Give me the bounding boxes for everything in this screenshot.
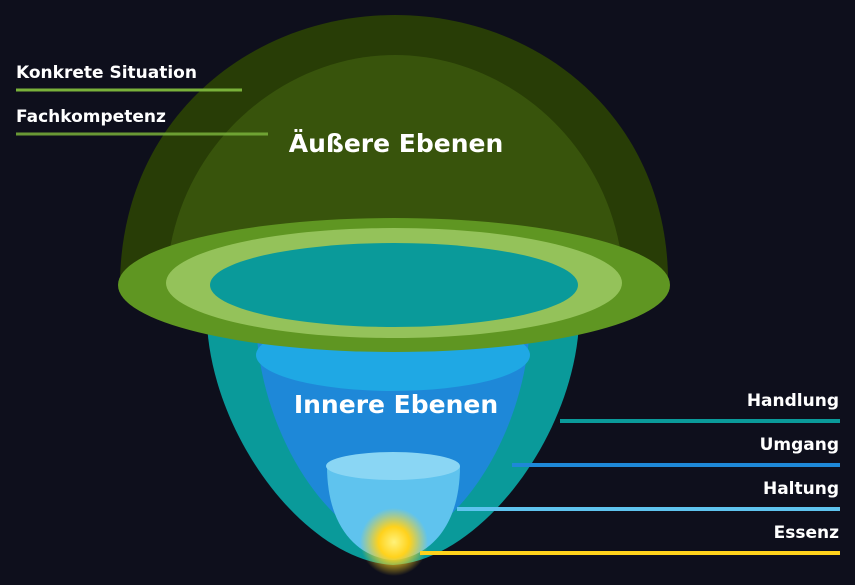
outer-levels-title: Äußere Ebenen (288, 129, 504, 158)
essence-glow (360, 508, 428, 576)
label-konkrete-situation: Konkrete Situation (16, 63, 197, 83)
label-handlung: Handlung (746, 391, 839, 411)
label-fachkompetenz: Fachkompetenz (16, 107, 166, 127)
label-haltung: Haltung (762, 479, 839, 499)
label-essenz: Essenz (773, 523, 839, 543)
label-umgang: Umgang (759, 435, 839, 455)
brim-opening (210, 243, 578, 327)
small-cup-rim (326, 452, 460, 480)
inner-levels-title: Innere Ebenen (293, 390, 499, 419)
